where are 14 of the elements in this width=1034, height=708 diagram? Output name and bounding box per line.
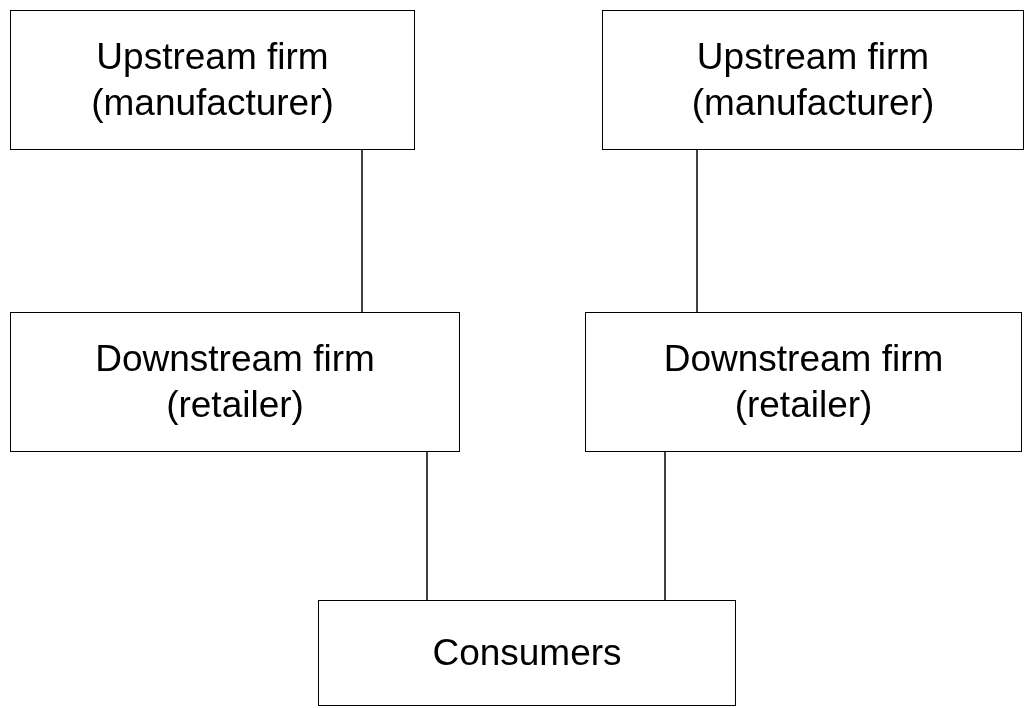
process-box bbox=[585, 312, 1022, 452]
process-box bbox=[602, 10, 1024, 150]
box-label: Downstream firm (retailer) bbox=[662, 337, 945, 427]
process-box bbox=[10, 10, 415, 150]
box-label: Upstream firm (manufacturer) bbox=[90, 35, 335, 125]
connector-line bbox=[361, 149, 363, 313]
box-label: Upstream firm (manufacturer) bbox=[690, 35, 936, 125]
box-label: Consumers bbox=[432, 631, 622, 675]
box-label: Downstream firm (retailer) bbox=[94, 337, 376, 427]
connector-line bbox=[664, 451, 666, 601]
connector-line bbox=[426, 451, 428, 601]
process-box bbox=[318, 600, 736, 706]
connector-line bbox=[696, 149, 698, 313]
process-box bbox=[10, 312, 460, 452]
